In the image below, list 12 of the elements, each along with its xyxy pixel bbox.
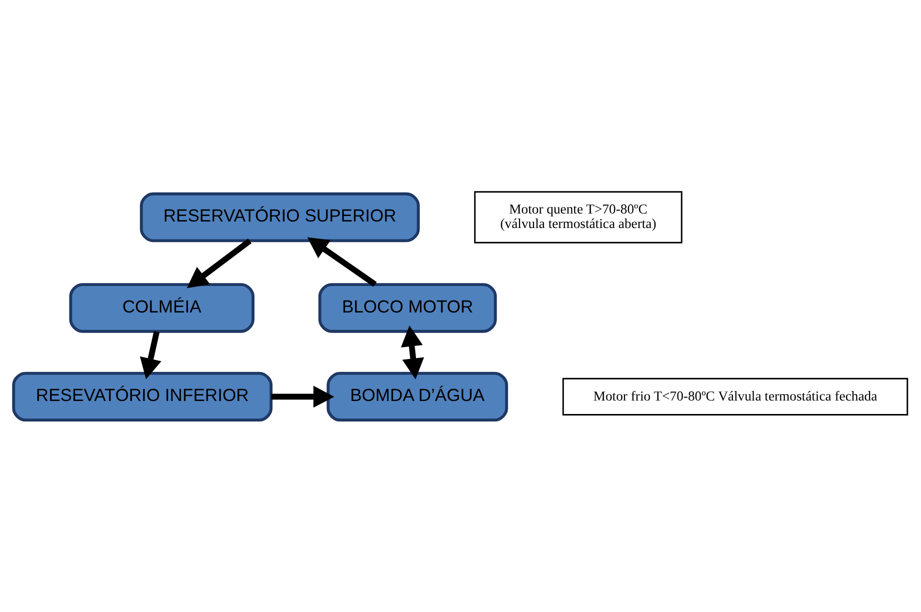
node-box: BOMDA D’ÁGUA bbox=[326, 372, 508, 422]
arrow bbox=[400, 325, 424, 380]
arrow bbox=[140, 331, 162, 380]
node-box: BLOCO MOTOR bbox=[318, 283, 497, 333]
arrow bbox=[271, 386, 334, 408]
node-box: Motor frio T<70-80ºC Válvula termostática fechada bbox=[562, 378, 908, 416]
node-box: Motor quente T>70-80ºC (válvula termostática aberta) bbox=[474, 191, 682, 244]
node-box: RESEVATÓRIO INFERIOR bbox=[12, 372, 273, 422]
node-box: COLMÉIA bbox=[69, 283, 254, 333]
node-box: RESERVATÓRIO SUPERIOR bbox=[140, 192, 420, 242]
arrow bbox=[186, 238, 252, 288]
arrow bbox=[307, 237, 377, 287]
